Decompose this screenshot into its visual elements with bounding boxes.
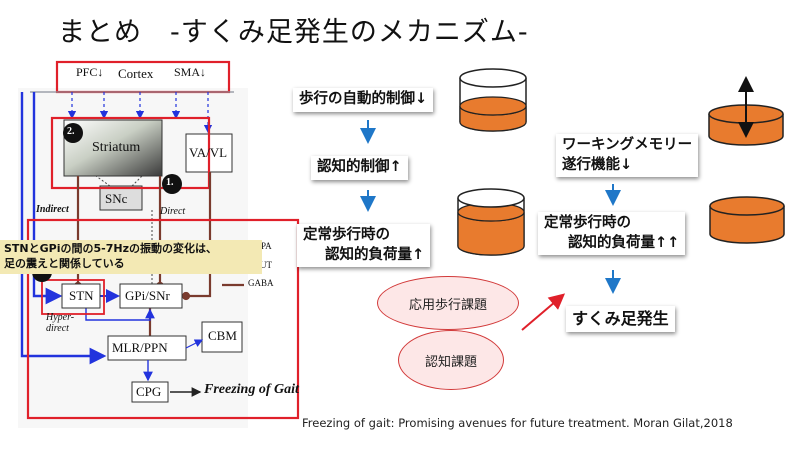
- step-cognitive-load: 定常歩行時の 認知的負荷量↑: [297, 224, 431, 268]
- step-automatic-control: 歩行の自動的制御↓: [293, 88, 434, 112]
- cpg-label: CPG: [136, 384, 162, 399]
- callout-line-2: 足の震えと関係している: [4, 256, 125, 270]
- gpisnr-label: GPi/SNr: [125, 288, 170, 303]
- legend-gaba: GABA: [248, 278, 274, 288]
- hyper-direct-label: Hyper- direct: [46, 312, 75, 334]
- step-freezing-result: すくみ足発生: [566, 306, 675, 332]
- direct-label: Direct: [160, 206, 186, 217]
- cbm-label: CBM: [208, 328, 237, 343]
- oval-applied-walking-label: 応用歩行課題: [408, 297, 487, 313]
- cylinder-3: [708, 76, 784, 146]
- mlrppn-label: MLR/PPN: [112, 340, 168, 355]
- cylinder-2: [457, 188, 525, 256]
- step-working-memory: ワーキングメモリー 遂行機能↓: [556, 134, 699, 178]
- step-cognitive-load-line-2: 認知的負荷量↑: [325, 246, 425, 263]
- step-cognitive-load-high-line-1: 定常歩行時の: [544, 215, 631, 231]
- vavl-label: VA/VL: [189, 145, 228, 160]
- step-cognitive-load-line-1: 定常歩行時の: [303, 227, 390, 243]
- indirect-label: Indirect: [36, 204, 69, 215]
- stn-label: STN: [69, 288, 94, 303]
- oval-applied-walking: 応用歩行課題: [377, 276, 519, 330]
- stn-gpi-callout: STNとGPiの間の5-7Hzの振動の変化は、 足の震えと関係している: [0, 240, 262, 274]
- oval-cognitive-task: 認知課題: [398, 330, 504, 390]
- step-cognitive-load-high-line-2: 認知的負荷量↑↑: [568, 234, 680, 251]
- badge-1: 1.: [166, 177, 174, 188]
- step-working-memory-line-1: ワーキングメモリー: [562, 137, 693, 153]
- flow-graphics: [360, 68, 785, 331]
- cortex-label: Cortex: [118, 66, 154, 81]
- cylinder-4: [709, 196, 785, 244]
- pfc-label: PFC↓: [76, 65, 104, 79]
- step-cognitive-load-high: 定常歩行時の 認知的負荷量↑↑: [538, 212, 686, 256]
- callout-line-1: STNとGPiの間の5-7Hzの振動の変化は、: [4, 242, 217, 255]
- step-working-memory-line-2: 遂行機能↓: [562, 156, 633, 173]
- striatum-label: Striatum: [92, 140, 141, 155]
- sma-label: SMA↓: [174, 65, 207, 79]
- oval-cognitive-task-label: 認知課題: [424, 354, 477, 370]
- cylinder-1: [459, 68, 527, 132]
- citation: Freezing of gait: Promising avenues for …: [302, 416, 733, 430]
- step-cognitive-control: 認知的制御↑: [311, 156, 408, 180]
- badge-2: 2.: [67, 126, 75, 137]
- snc-label: SNc: [105, 191, 128, 206]
- page-title: まとめ -すくみ足発生のメカニズム-: [58, 17, 529, 48]
- freezing-label: Freezing of Gait: [204, 382, 299, 397]
